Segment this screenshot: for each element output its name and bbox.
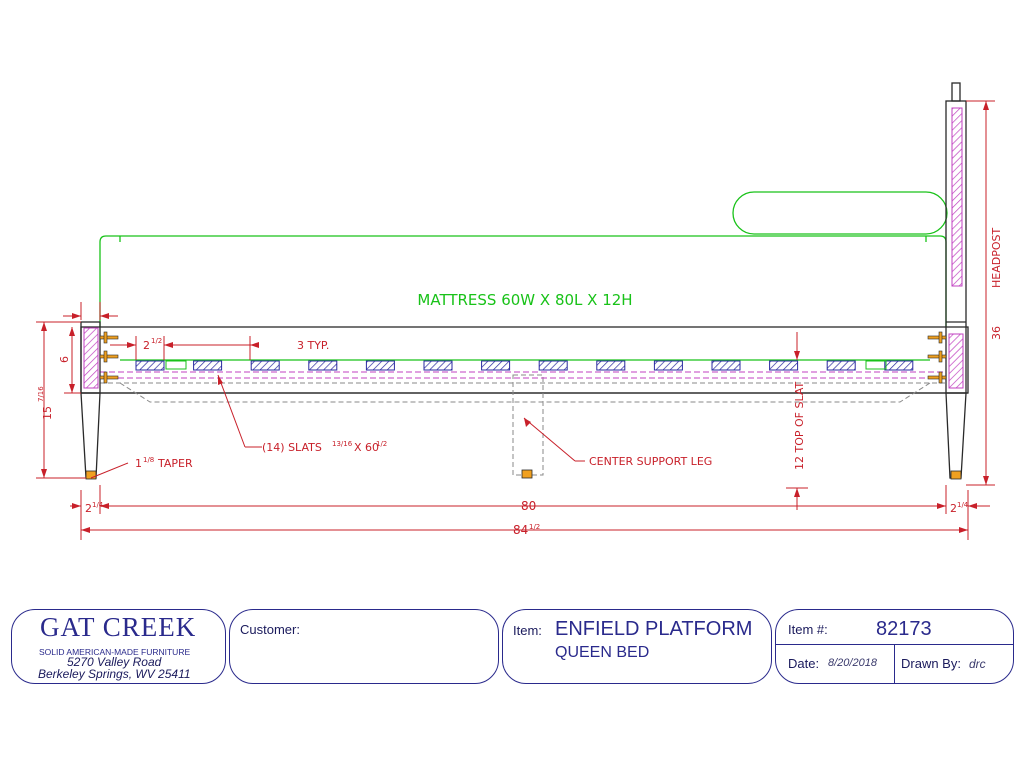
rail-bolts (99, 331, 947, 384)
slat (193, 360, 223, 371)
slat (596, 360, 626, 371)
slat (423, 360, 453, 371)
slats-thickness-fraction: 13/16 (332, 440, 353, 448)
item-label: Item: (513, 623, 542, 638)
end-left-dim: 2 (85, 502, 92, 515)
slat (481, 360, 511, 371)
slats-length-fraction: 1/2 (376, 440, 387, 448)
taper-label: TAPER (157, 457, 193, 470)
dimension-arrows (41, 101, 989, 533)
slats-dims-label: X 60 (354, 441, 379, 454)
hidden-lines (100, 374, 946, 476)
customer-label: Customer: (240, 622, 300, 637)
company-panel: GAT CREEK SOLID AMERICAN-MADE FURNITURE … (11, 609, 226, 684)
overall-length-fraction: 1/2 (529, 523, 540, 531)
slat (826, 360, 856, 371)
overall-length-dim: 84 (513, 523, 528, 537)
item-name-line2: QUEEN BED (555, 644, 650, 661)
company-address-line1: 5270 Valley Road (67, 655, 162, 669)
company-tagline: SOLID AMERICAN-MADE FURNITURE (39, 647, 191, 657)
item-number-panel: Item #: 82173 Date: 8/20/2018 Drawn By: … (775, 609, 1014, 684)
date-value: 8/20/2018 (828, 657, 877, 669)
end-right-fraction: 1/4 (957, 501, 969, 509)
end-right-dim: 2 (950, 502, 957, 515)
slats (135, 360, 914, 371)
slat (884, 360, 914, 371)
end-left-fraction: 1/4 (92, 501, 104, 509)
center-leg-glide (521, 469, 533, 479)
slat (135, 360, 165, 371)
item-name-line1: ENFIELD PLATFORM (555, 618, 753, 640)
slat-gap-fraction: 1/2 (151, 337, 162, 345)
center-leg-label: CENTER SUPPORT LEG (589, 455, 712, 468)
foot-glide-left (85, 470, 97, 480)
slat (653, 360, 683, 371)
headpost-hatch (951, 107, 963, 287)
taper-fraction: 1/8 (143, 456, 154, 464)
taper-dim: 1 (135, 457, 142, 470)
slats-note-label: (14) SLATS (262, 441, 322, 454)
purple-hidden-lines (100, 371, 946, 379)
length-80-dim: 80 (521, 499, 536, 513)
date-label: Date: (788, 656, 820, 671)
item-number-label: Item #: (788, 622, 828, 637)
headpost-height-dim: 36 (990, 326, 1003, 340)
rail-height-dim: 6 (58, 356, 71, 363)
customer-panel: Customer: (229, 609, 499, 684)
date-divider (894, 644, 895, 684)
slat (538, 360, 568, 371)
foot-glide-right (950, 470, 962, 480)
footpost-height-dim: 15 (41, 406, 54, 420)
mattress-outline (99, 191, 948, 361)
top-of-slat-label: 12 TOP OF SLAT (793, 381, 806, 470)
slat-end-blocks (165, 360, 887, 370)
slat (769, 360, 799, 371)
slat (308, 360, 338, 371)
dimension-lines (36, 100, 995, 540)
footpost-height-fraction: 7/16 (37, 386, 45, 402)
slat-gap-dim: 2 (143, 339, 150, 352)
mattress-label: MATTRESS 60W X 80L X 12H (417, 291, 632, 309)
drawn-by-value: drc (969, 657, 986, 671)
headpost-rail-hatch (948, 333, 964, 389)
footpost-hatch (83, 327, 99, 389)
drawn-by-label: Drawn By: (901, 656, 961, 671)
slat (365, 360, 395, 371)
item-panel: Item: ENFIELD PLATFORM QUEEN BED (502, 609, 772, 684)
company-address-line2: Berkeley Springs, WV 25411 (38, 667, 191, 681)
slat (711, 360, 741, 371)
item-number-value: 82173 (876, 618, 932, 640)
slat-spacing-label: 3 TYP. (297, 339, 329, 352)
slat (250, 360, 280, 371)
headpost-label: HEADPOST (990, 228, 1003, 288)
company-name: GAT CREEK (40, 612, 197, 642)
